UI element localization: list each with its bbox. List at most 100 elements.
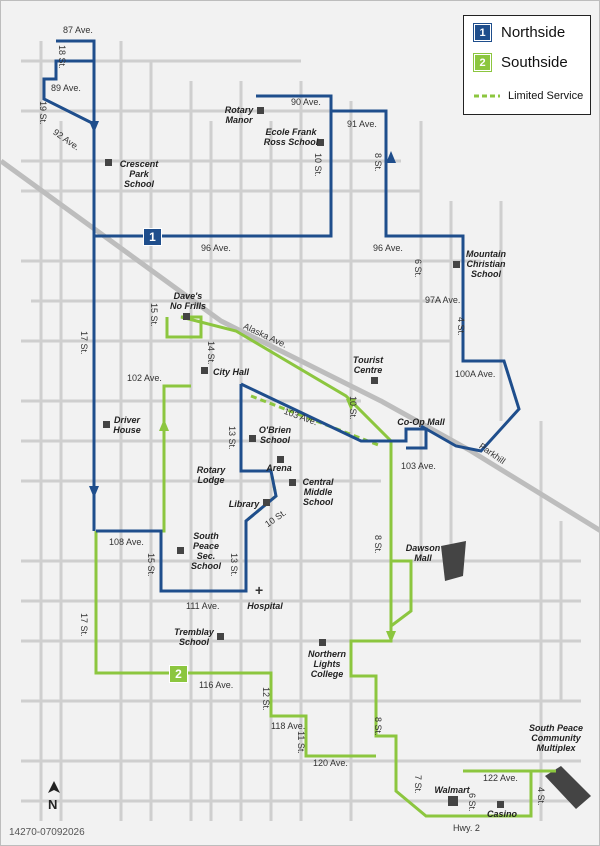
hospital-label: Hospital — [247, 601, 283, 611]
central-middle-label: Central Middle School — [302, 477, 334, 507]
route-1-legend-badge: 1 — [473, 23, 492, 42]
street-label: 8 St. — [373, 717, 383, 736]
street-label: 17 St. — [79, 331, 89, 355]
city-hall-label: City Hall — [212, 367, 249, 377]
rotary-manor-marker — [257, 107, 264, 114]
document-id: 14270-07092026 — [9, 827, 85, 838]
street-label: 13 St. — [229, 553, 239, 577]
ecole-label: Ecole Frank Ross School — [263, 127, 319, 147]
street-label: 102 Ave. — [127, 373, 162, 383]
library-label: Library — [228, 499, 260, 509]
route-arrows-green — [159, 399, 396, 643]
street-grid — [21, 41, 581, 821]
route-1-northside — [42, 39, 521, 593]
street-label: 122 Ave. — [483, 773, 518, 783]
multiplex-label: South Peace Community Multiplex — [528, 723, 584, 753]
mountain-christian-label: Mountain Christian School — [466, 249, 506, 279]
northern-lights-label: Northern Lights College — [308, 649, 346, 679]
crescent-park-label: Crescent Park School — [119, 159, 159, 189]
tourist-centre-label: Tourist Centre — [352, 355, 384, 375]
route-2-legend-badge: 2 — [473, 53, 492, 72]
highway-diagonal — [1, 158, 599, 533]
street-label: 4 St. — [456, 317, 466, 336]
route-2-legend-name: Southside — [501, 54, 568, 71]
northern-lights-marker — [319, 639, 326, 646]
street-label: 90 Ave. — [291, 97, 321, 107]
street-label: 89 Ave. — [51, 83, 81, 93]
legend-route-1: 1 Northside — [473, 23, 566, 42]
legend-limited-service: Limited Service — [474, 90, 583, 102]
street-label: 19 St. — [38, 101, 48, 125]
street-label: 87 Ave. — [63, 25, 93, 35]
street-label: 118 Ave. — [271, 721, 306, 731]
rotary-manor-label: Rotary Manor — [224, 105, 254, 125]
ecole-marker — [317, 139, 324, 146]
arena-marker — [277, 456, 284, 463]
north-arrow-icon: N — [45, 781, 63, 815]
map-legend: 1 Northside 2 Southside Limited Service — [463, 15, 591, 115]
street-label: 97A Ave. — [425, 295, 461, 305]
street-label: 111 Ave. — [186, 601, 220, 611]
street-label: 15 St. — [149, 303, 159, 327]
route-1-legend-name: Northside — [501, 24, 566, 41]
driver-house-label: Driver House — [113, 415, 141, 435]
north-label: N — [48, 797, 58, 812]
south-peace-sec-marker — [177, 547, 184, 554]
hospital-cross-icon: + — [255, 582, 264, 598]
legend-route-2: 2 Southside — [473, 53, 568, 72]
street-label: 11 St. — [296, 731, 306, 754]
limited-service-swatch — [474, 94, 500, 98]
street-label: 15 St. — [146, 553, 156, 577]
street-label: 116 Ave. — [199, 680, 234, 690]
mountain-christian-marker — [453, 261, 460, 268]
walmart-label: Walmart — [434, 785, 470, 795]
casino-label: Casino — [486, 809, 517, 819]
dawson-mall-label: Dawson Mall — [405, 543, 441, 563]
route-1-badge: 1 — [143, 228, 162, 246]
south-peace-sec-label: South Peace Sec. School — [190, 531, 221, 571]
dawson-mall-building — [441, 541, 466, 581]
street-label: 7 St. — [413, 775, 423, 794]
library-marker — [263, 499, 270, 506]
route-2-badge: 2 — [169, 665, 188, 683]
route-2-southside — [94, 315, 556, 818]
street-label: 100A Ave. — [455, 369, 496, 379]
street-label: 13 St. — [227, 426, 237, 450]
street-label: 12 St. — [261, 687, 271, 711]
street-label: 17 St. — [79, 613, 89, 637]
street-label: 8 St. — [373, 153, 383, 172]
street-label: 8 St. — [373, 535, 383, 554]
tourist-centre-marker — [371, 377, 378, 384]
casino-marker — [497, 801, 504, 808]
street-label: 6 St. — [467, 793, 477, 812]
walmart-building — [448, 796, 458, 806]
limited-service-label: Limited Service — [508, 90, 584, 102]
coop-mall-label: Co-Op Mall — [397, 417, 445, 427]
obrien-label: O'Brien School — [258, 425, 292, 445]
central-middle-marker — [289, 479, 296, 486]
multiplex-building — [545, 766, 591, 809]
street-label: 91 Ave. — [347, 119, 377, 129]
street-label: 96 Ave. — [201, 243, 231, 253]
street-label: 108 Ave. — [109, 537, 144, 547]
crescent-park-marker — [105, 159, 112, 166]
tremblay-marker — [217, 633, 224, 640]
street-label: 4 St. — [536, 787, 546, 806]
street-label: 14 St. — [206, 341, 216, 365]
street-label: 10 St. — [313, 153, 323, 177]
street-label: 103 Ave. — [401, 461, 436, 471]
arena-label: Arena — [266, 463, 292, 473]
rotary-lodge-label: Rotary Lodge — [196, 465, 226, 485]
street-label: 10 St. — [348, 396, 358, 420]
city-hall-marker — [201, 367, 208, 374]
tremblay-label: Tremblay School — [174, 627, 214, 647]
street-label: 6 St. — [413, 259, 423, 278]
route-arrows — [89, 121, 396, 498]
street-label: 18 St. — [57, 45, 67, 69]
driver-house-marker — [103, 421, 110, 428]
daves-no-frills-label: Dave's No Frills — [169, 291, 206, 311]
daves-no-frills-marker — [183, 313, 190, 320]
street-label: Hwy. 2 — [453, 823, 480, 833]
